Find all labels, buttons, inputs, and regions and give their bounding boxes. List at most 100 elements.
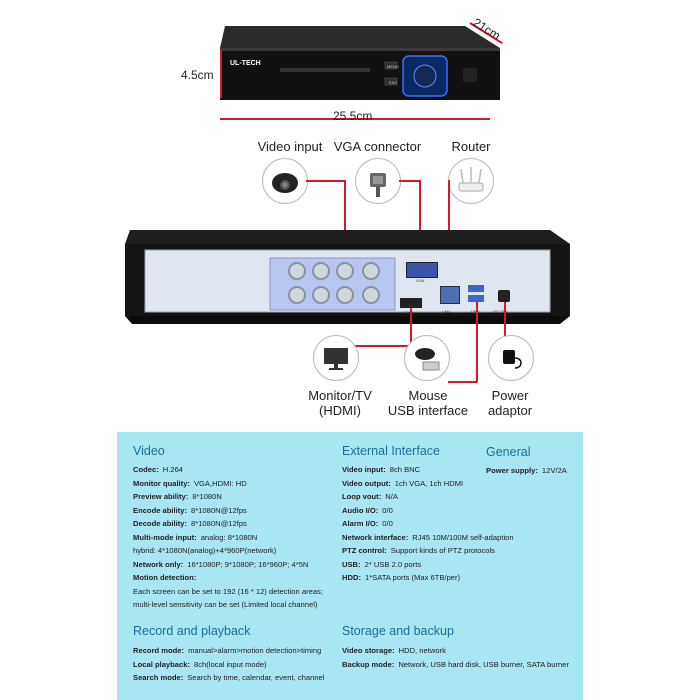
vga-cable-icon xyxy=(355,158,401,204)
spec-value: H.264 xyxy=(162,465,184,474)
general-row: Power supply:12V/2A xyxy=(486,466,567,476)
spec-key: Backup mode: xyxy=(342,660,395,669)
top-dvr-image xyxy=(195,18,515,108)
spec-value: multi-level sensitivity can be set (Limi… xyxy=(133,600,318,609)
spec-value: 12V/2A xyxy=(541,466,567,475)
monitor-tv-line1: Monitor/TV xyxy=(308,388,372,403)
spec-key: Local playback: xyxy=(133,660,190,669)
usb-port xyxy=(468,285,484,292)
spec-value: 16*1080P; 9*1080P; 16*960P; 4*5N xyxy=(187,560,309,569)
video-row: Monitor quality:VGA,HDMI: HD xyxy=(133,479,247,489)
monitor-tv-label: Monitor/TV (HDMI) xyxy=(290,388,390,418)
record-row: Local playback:8ch(local input mode) xyxy=(133,660,267,670)
spec-key: Power supply: xyxy=(486,466,538,475)
spec-key: Codec: xyxy=(133,465,159,474)
storage-row: Video storage:HDD, network xyxy=(342,646,446,656)
vga-connector-line xyxy=(419,180,421,265)
video-input-label: Video input xyxy=(257,139,323,154)
bnc-port xyxy=(312,262,330,280)
spec-key: Video output: xyxy=(342,479,391,488)
width-dimension-label: 25.5cm xyxy=(333,109,373,123)
video-row: Multi-mode input:analog: 8*1080N xyxy=(133,533,257,543)
storage-row: Backup mode:Network, USB hard disk, USB … xyxy=(342,660,569,670)
bnc-port xyxy=(288,286,306,304)
height-dimension-label: 4.5cm xyxy=(181,68,214,82)
video-row: Motion detection: xyxy=(133,573,200,583)
vga-connector-line-h xyxy=(399,180,420,182)
power-adaptor-line1: Power xyxy=(491,388,529,403)
power-adaptor-label: Power adaptor xyxy=(478,388,542,418)
spec-key: Audio I/O: xyxy=(342,506,379,515)
spec-key: Motion detection: xyxy=(133,573,197,582)
hdmi-connector-line-h xyxy=(344,345,411,347)
bnc-port xyxy=(288,262,306,280)
spec-key: Encode ability: xyxy=(133,506,188,515)
bnc-port xyxy=(362,262,380,280)
mouse-usb-line2: USB interface xyxy=(387,403,469,418)
button-menu-label: MENU xyxy=(387,64,399,69)
external-row: HDD:1*SATA ports (Max 6TB/per) xyxy=(342,573,460,583)
video-row: Preview ability:8*1080N xyxy=(133,492,222,502)
usb-connector-line xyxy=(476,302,478,382)
hdmi-port-label: HDMI xyxy=(403,310,414,315)
spec-key: Monitor quality: xyxy=(133,479,190,488)
dc-connector-line xyxy=(504,302,506,342)
external-row: Network interface:RJ45 10M/100M self-ada… xyxy=(342,533,514,543)
spec-value: Network, USB hard disk, USB burner, SATA… xyxy=(398,660,569,669)
record-section-title: Record and playback xyxy=(133,624,251,638)
spec-key: Video storage: xyxy=(342,646,395,655)
external-row: Video output:1ch VGA, 1ch HDMI xyxy=(342,479,463,489)
spec-key: Network interface: xyxy=(342,533,409,542)
vga-port xyxy=(406,262,438,278)
monitor-icon xyxy=(313,335,359,381)
spec-value: 8*1080N xyxy=(192,492,222,501)
width-dimension-line xyxy=(220,118,490,120)
usb-connector-line-h xyxy=(448,381,477,383)
spec-key: Video input: xyxy=(342,465,386,474)
power-adaptor-line2: adaptor xyxy=(487,403,533,418)
storage-section-title: Storage and backup xyxy=(342,624,454,638)
lan-port xyxy=(440,286,460,304)
mouse-usb-label: Mouse USB interface xyxy=(376,388,480,418)
external-row: USB:2* USB 2.0 ports xyxy=(342,560,421,570)
brand-logo: UL-TECH xyxy=(230,60,261,67)
spec-value: manual>alarm>motion detection>timing xyxy=(188,646,322,655)
dc-port-label: DC 12V xyxy=(493,309,508,314)
hdmi-port xyxy=(400,298,422,308)
video-row: Encode ability:8*1080N@12fps xyxy=(133,506,247,516)
spec-key: Search mode: xyxy=(133,673,184,682)
video-connector-line xyxy=(344,180,346,270)
external-row: Audio I/O:0/0 xyxy=(342,506,393,516)
button-esc-label: ESC xyxy=(389,80,398,85)
bnc-port xyxy=(312,286,330,304)
usb-port-label: USB xyxy=(471,309,479,314)
spec-panel xyxy=(117,432,583,700)
bnc-port xyxy=(336,262,354,280)
video-row: Each screen can be set to 192 (16 * 12) … xyxy=(133,587,323,597)
spec-value: 8ch BNC xyxy=(389,465,421,474)
video-row: Decode ability:8*1080N@12fps xyxy=(133,519,247,529)
spec-key: HDD: xyxy=(342,573,361,582)
hdmi-connector-line xyxy=(410,308,412,346)
spec-value: 2* USB 2.0 ports xyxy=(364,560,422,569)
external-section-title: External Interface xyxy=(342,444,440,458)
external-row: Video input:8ch BNC xyxy=(342,465,420,475)
spec-value: Search by time, calendar, event, channel xyxy=(187,673,325,682)
vga-connector-label: VGA connector xyxy=(333,139,422,154)
spec-value: VGA,HDMI: HD xyxy=(193,479,247,488)
spec-value: 8ch(local input mode) xyxy=(193,660,267,669)
external-row: Alarm I/O:0/0 xyxy=(342,519,393,529)
video-connector-line-h xyxy=(306,180,345,182)
camera-icon xyxy=(262,158,308,204)
spec-value: HDD, network xyxy=(398,646,446,655)
spec-value: analog: 8*1080N xyxy=(200,533,258,542)
bnc-port xyxy=(336,286,354,304)
dc-power-port xyxy=(498,290,510,302)
power-adaptor-icon xyxy=(488,335,534,381)
external-row: PTZ control:Support kinds of PTZ protoco… xyxy=(342,546,495,556)
record-row: Record mode:manual>alarm>motion detectio… xyxy=(133,646,321,656)
video-row: Codec:H.264 xyxy=(133,465,183,475)
spec-value: Support kinds of PTZ protocols xyxy=(390,546,495,555)
spec-key: Record mode: xyxy=(133,646,185,655)
vga-port-label: VGA xyxy=(416,278,425,283)
